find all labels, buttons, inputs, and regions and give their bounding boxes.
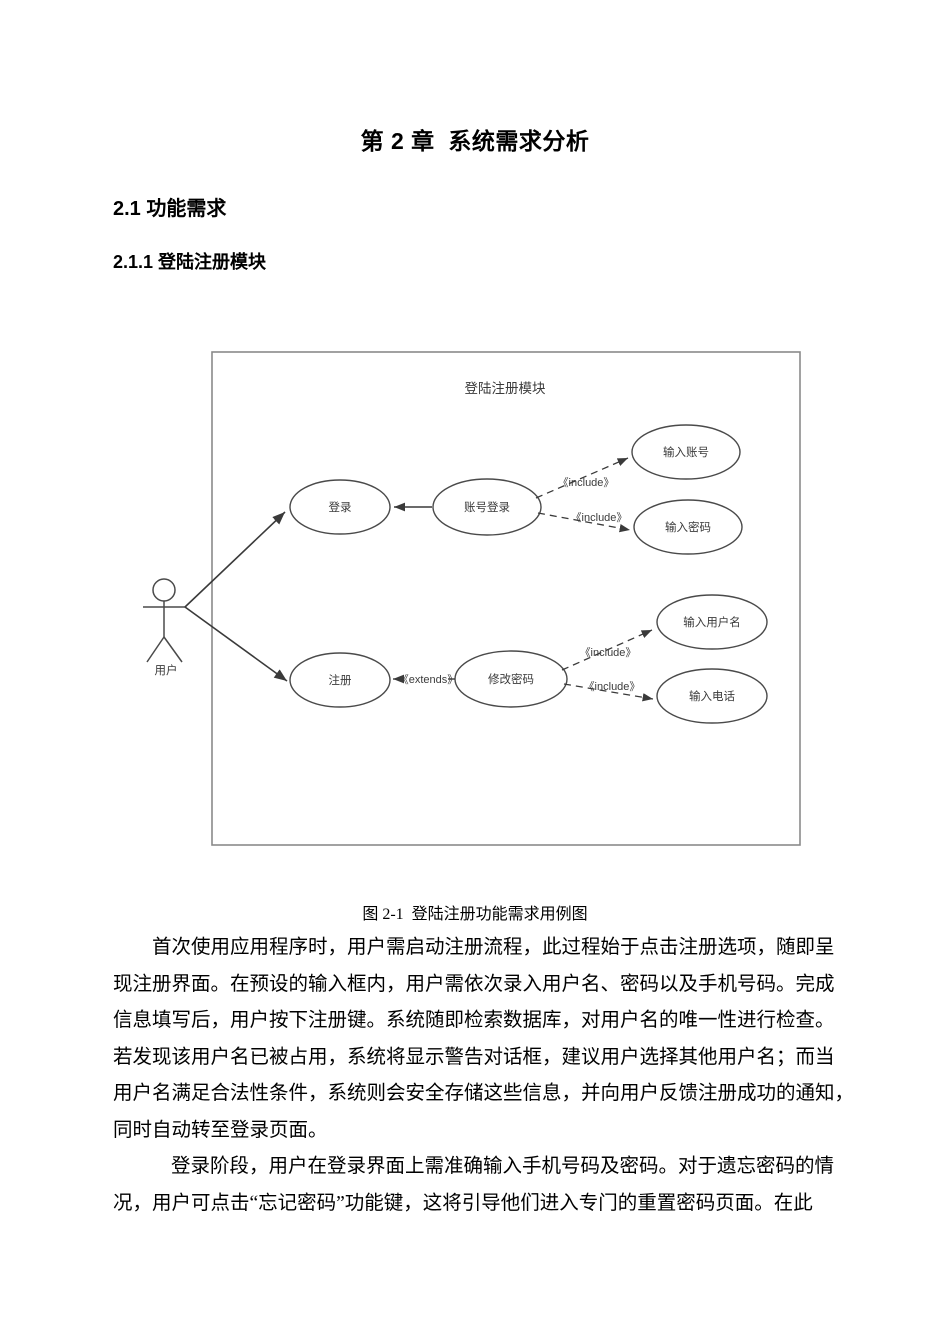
system-boundary-box: [211, 351, 801, 846]
include-label-4: 《include》: [584, 680, 641, 693]
body-paragraph-1: 首次使用应用程序时，用户需启动注册流程，此过程始于点击注册选项，随即呈 现注册界…: [113, 930, 855, 1149]
usecase-input-password: 输入密码: [633, 499, 743, 555]
figure-usecase-diagram: 登陆注册模块 用户 登录 账号登录: [0, 340, 950, 920]
usecase-input-username: 输入用户名: [656, 594, 768, 650]
actor-user: 用户: [143, 578, 185, 677]
usecase-input-account-ellipse: [631, 424, 741, 480]
include-label-2: 《include》: [571, 511, 628, 524]
body-line: 同时自动转至登录页面。: [113, 1119, 328, 1141]
usecase-login-ellipse: [289, 479, 391, 535]
include-label-3: 《include》: [580, 646, 637, 659]
include-accountlogin-to-input-account: [535, 457, 629, 499]
usecase-account-login: 账号登录: [432, 478, 542, 536]
usecase-input-password-ellipse: [633, 499, 743, 555]
actor-label: 用户: [155, 663, 178, 677]
actor-leg-left-line: [146, 636, 165, 663]
usecase-input-username-label: 输入用户名: [683, 615, 741, 629]
body-line: 用户名满足合法性条件，系统则会安全存储这些信息，并向用户反馈注册成功的通知，: [113, 1083, 855, 1104]
usecase-input-account-label: 输入账号: [663, 445, 709, 459]
usecase-account-login-ellipse: [432, 478, 542, 536]
usecase-login: 登录: [289, 479, 391, 535]
page-title: 第 2 章 系统需求分析: [360, 128, 590, 154]
include-label-1: 《include》: [558, 476, 615, 489]
usecase-input-password-label: 输入密码: [665, 520, 711, 534]
include-changepw-to-input-username: [561, 629, 653, 671]
body-line: 信息填写后，用户按下注册键。系统随即检索数据库，对用户名的唯一性进行检查。: [113, 1010, 835, 1031]
usecase-input-phone: 输入电话: [656, 668, 768, 724]
actor-leg-right-line: [163, 636, 183, 663]
body-paragraph-2: 登录阶段，用户在登录界面上需准确输入手机号码及密码。对于遗忘密码的情 况，用户可…: [113, 1149, 839, 1222]
usecase-login-label: 登录: [329, 500, 352, 514]
actor-head-icon: [152, 578, 176, 602]
usecase-account-login-label: 账号登录: [464, 500, 510, 514]
usecase-register-label: 注册: [329, 673, 352, 687]
usecase-change-password: 修改密码: [454, 650, 568, 708]
body-line: 首次使用应用程序时，用户需启动注册流程，此过程始于点击注册选项，随即呈: [152, 937, 835, 958]
body-line: 现注册界面。在预设的输入框内，用户需依次录入用户名、密码以及手机号码。完成: [113, 973, 835, 995]
usecase-input-username-ellipse: [656, 594, 768, 650]
include-changepw-to-input-phone: [563, 683, 654, 702]
usecase-input-phone-label: 输入电话: [689, 689, 735, 703]
usecase-input-account: 输入账号: [631, 424, 741, 480]
usecase-register-ellipse: [289, 652, 391, 708]
body-line: 若发现该用户名已被占用，系统将显示警告对话框，建议用户选择其他用户名；而当: [113, 1046, 835, 1068]
assoc-user-to-register: [184, 606, 288, 682]
usecase-register: 注册: [289, 652, 391, 708]
body-line: 登录阶段，用户在登录界面上需准确输入手机号码及密码。对于遗忘密码的情: [171, 1156, 835, 1177]
usecase-change-password-label: 修改密码: [488, 672, 534, 686]
body-line: 况，用户可点击“忘记密码”功能键，这将引导他们进入专门的重置密码页面。在此: [113, 1192, 813, 1214]
subsection-heading-2-1-1: 2.1.1 登陆注册模块: [113, 252, 267, 272]
extends-label-1: 《extends》: [398, 673, 459, 686]
assoc-user-to-login: [184, 511, 286, 608]
section-heading-2-1: 2.1 功能需求: [113, 198, 227, 220]
diagram-title: 登陆注册模块: [465, 381, 546, 396]
usecase-input-phone-ellipse: [656, 668, 768, 724]
figure-caption: 图 2-1 登陆注册功能需求用例图: [362, 906, 588, 923]
usecase-diagram-svg: 登陆注册模块 用户 登录 账号登录: [143, 351, 801, 846]
include-accountlogin-to-input-password: [537, 512, 631, 533]
